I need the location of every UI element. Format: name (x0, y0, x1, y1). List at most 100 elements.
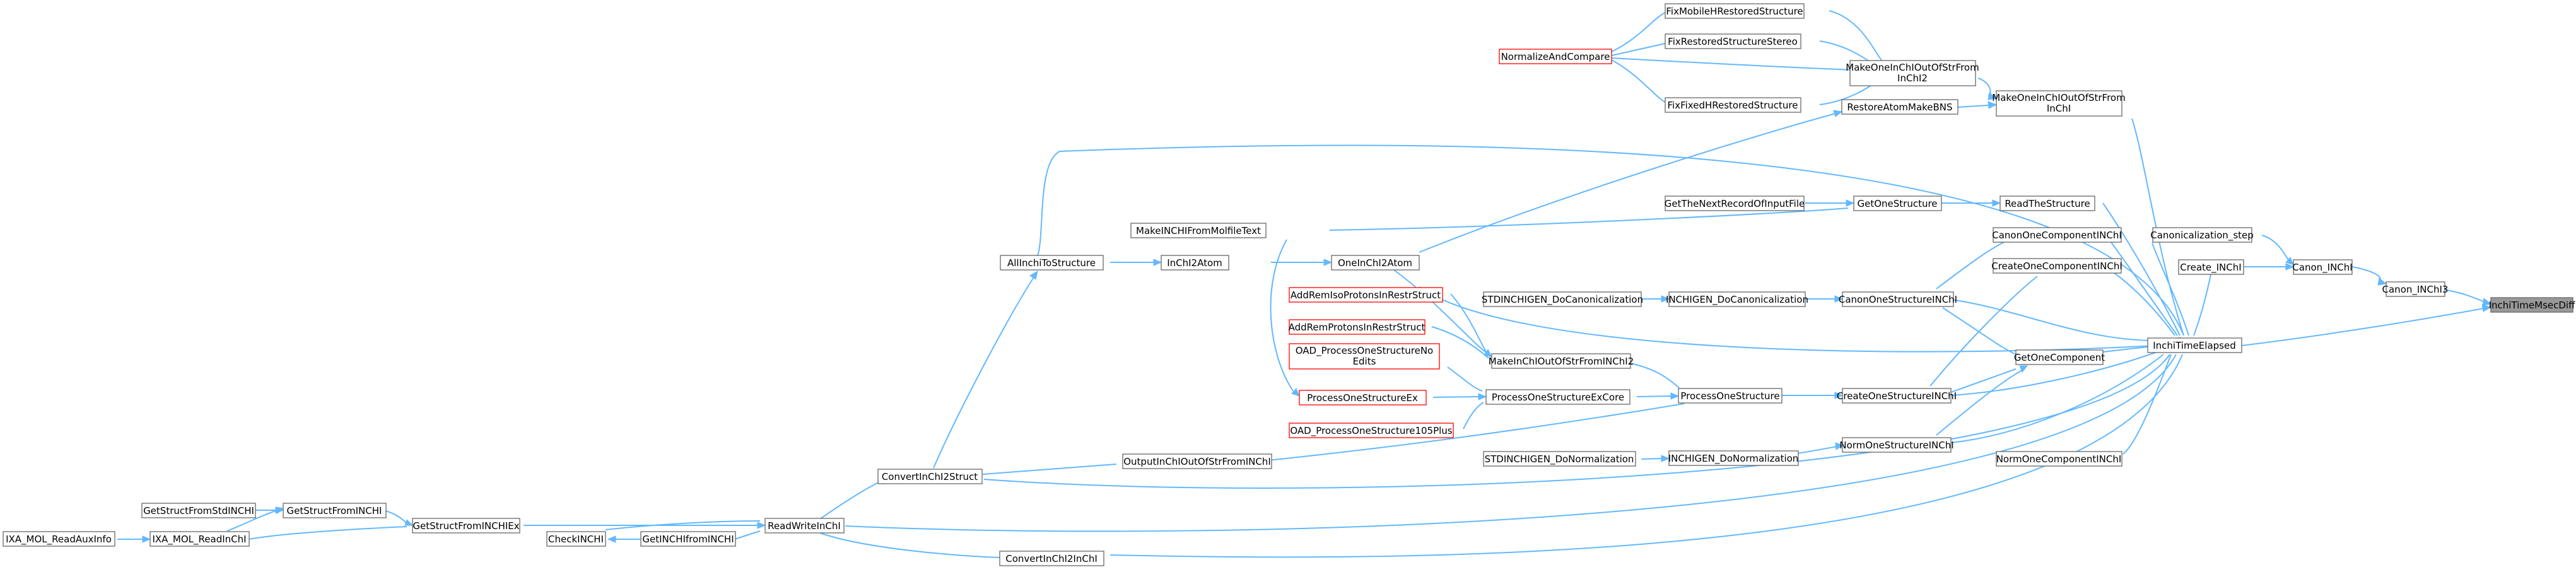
node-canon-one-structure-inchi[interactable]: CanonOneStructureINChI (1839, 291, 1957, 307)
node-inchi-time-msec-diff[interactable]: InchiTimeMsecDiff (2489, 297, 2576, 313)
node-box (1993, 258, 2122, 274)
node-get-the-next-record-of-input-file[interactable]: GetTheNextRecordOfInputFile (1665, 196, 1805, 211)
node-box (999, 551, 1104, 566)
edge-addrem-to-makeinchi2 (1431, 326, 1489, 359)
node-canonicalization-step[interactable]: Canonicalization_step (2150, 227, 2254, 243)
node-label: ConvertInChI2InChI (1005, 553, 1098, 564)
edge-makeinchi2-to-processone (1627, 362, 1680, 388)
node-label-line-2: InChI2 (1897, 73, 1928, 84)
node-ixa-mol-read-aux-info[interactable]: IXA_MOL_ReadAuxInfo (3, 531, 115, 547)
node-box (1842, 291, 1954, 307)
node-canon-inchi3[interactable]: Canon_INChI3 (2382, 281, 2449, 297)
node-get-one-structure[interactable]: GetOneStructure (1853, 196, 1942, 211)
node-process-one-structure[interactable]: ProcessOneStructure (1678, 388, 1783, 404)
node-label: AddRemIsoProtonsInRestrStruct (1291, 289, 1441, 301)
node-inchigen-do-canonicalization[interactable]: INCHIGEN_DoCanonicalization (1666, 291, 1808, 307)
node-box (2015, 349, 2104, 365)
edge-elapsed-to-root (2241, 308, 2485, 346)
node-read-write-inchi[interactable]: ReadWriteInChI (764, 518, 845, 534)
arrowhead (1478, 393, 1487, 400)
node-add-rem-protons-in-restr-struct[interactable]: AddRemProtonsInRestrStruct (1289, 319, 1426, 335)
node-label: ProcessOneStructure (1680, 390, 1779, 402)
node-box (1678, 388, 1783, 404)
edges (117, 10, 2492, 558)
node-restore-atom-make-bns[interactable]: RestoreAtomMakeBNS (1841, 99, 1958, 115)
node-inchi-time-elapsed[interactable]: InchiTimeElapsed (2147, 337, 2242, 353)
node-canon-inchi[interactable]: Canon_INChI (2292, 259, 2353, 275)
node-norm-one-component-inchi[interactable]: NormOneComponentINChI (1996, 451, 2122, 467)
node-box (1665, 196, 1805, 211)
node-label: GetStructFromINCHIEx (413, 520, 519, 532)
node-stdinchigen-do-normalization[interactable]: STDINCHIGEN_DoNormalization (1483, 451, 1636, 467)
node-fix-mobile-h-restored-structure[interactable]: FixMobileHRestoredStructure (1665, 3, 1805, 19)
node-get-inchi-from-inchi[interactable]: GetINCHIfromINCHI (640, 531, 736, 547)
edge-molfile-to-processex (1270, 239, 1294, 392)
node-read-the-structure[interactable]: ReadTheStructure (1999, 196, 2095, 211)
node-box (546, 531, 606, 547)
node-create-one-structure-inchi[interactable]: CreateOneStructureINChI (1837, 388, 1957, 404)
node-label: NormOneStructureINChI (1839, 440, 1953, 451)
node-inchi-2-atom[interactable]: InChI2Atom (1161, 255, 1229, 271)
node-box (1849, 60, 1976, 86)
node-one-inchi-2-atom[interactable]: OneInChI2Atom (1331, 255, 1420, 271)
node-make-one-inchi-out-of-str-from-inchi[interactable]: MakeOneInChIOutOfStrFrom InChI (1992, 90, 2126, 117)
node-label: NormalizeAndCompare (1501, 51, 1610, 62)
node-get-struct-from-inchi-ex[interactable]: GetStructFromINCHIEx (412, 518, 520, 534)
edge-excore-to-processone (1636, 395, 1672, 397)
node-output-inchi-out-of-str-from-inchi[interactable]: OutputInChIOutOfStrFromINChI (1122, 453, 1272, 469)
node-box (283, 503, 387, 518)
node-normalize-and-compare[interactable]: NormalizeAndCompare (1499, 49, 1612, 64)
node-fix-restored-structure-stereo[interactable]: FixRestoredStructureStereo (1665, 33, 1801, 49)
node-check-inchi[interactable]: CheckINCHI (546, 531, 606, 547)
node-inchigen-do-normalization[interactable]: INCHIGEN_DoNormalization (1668, 450, 1799, 466)
edge-elapsed-from-createstructure (1950, 351, 2158, 396)
node-get-one-component[interactable]: GetOneComponent (2014, 349, 2105, 365)
node-get-struct-from-inchi[interactable]: GetStructFromINCHI (283, 503, 387, 518)
node-label: INCHIGEN_DoNormalization (1668, 453, 1799, 465)
arrowhead (1323, 259, 1333, 266)
node-label: IXA_MOL_ReadAuxInfo (6, 534, 112, 546)
node-box (1665, 3, 1805, 19)
arrowhead (1661, 455, 1670, 462)
node-box (1665, 97, 1801, 113)
node-create-inchi[interactable]: Create_INChI (2178, 259, 2244, 275)
node-ixa-mol-read-inchi[interactable]: IXA_MOL_ReadInChI (149, 531, 250, 547)
arrowhead (2285, 257, 2294, 266)
node-label: ReadWriteInChI (768, 520, 841, 532)
node-process-one-structure-ex[interactable]: ProcessOneStructureEx (1299, 390, 1427, 406)
node-process-one-structure-ex-core[interactable]: ProcessOneStructureExCore (1485, 389, 1630, 405)
node-make-inchi-from-molfile-text[interactable]: MakeINCHIFromMolfileText (1130, 223, 1267, 238)
node-all-inchi-to-structure[interactable]: AllInchiToStructure (1000, 255, 1104, 271)
node-add-rem-iso-protons-in-restr-struct[interactable]: AddRemIsoProtonsInRestrStruct (1289, 287, 1443, 303)
node-box (1289, 423, 1454, 438)
node-label: Canonicalization_step (2150, 230, 2254, 242)
node-convert-inchi-2-inchi[interactable]: ConvertInChI2InChI (999, 551, 1104, 566)
node-create-one-component-inchi[interactable]: CreateOneComponentINChI (1991, 258, 2122, 274)
node-make-one-inchi-out-of-str-from-inchi2[interactable]: MakeOneInChIOutOfStrFrom InChI2 (1846, 60, 1979, 86)
node-make-inchi-out-of-str-from-inchi2[interactable]: MakeInChIOutOfStrFromINChI2 (1489, 353, 1634, 369)
arrowhead (1834, 392, 1844, 399)
node-get-struct-from-std-inchi[interactable]: GetStructFromStdINCHI (141, 503, 256, 518)
edge-oneinchi-to-restore (1419, 113, 1836, 253)
arrowhead (1291, 388, 1300, 397)
node-label: ProcessOneStructureExCore (1492, 392, 1624, 403)
node-label: InChI2Atom (1167, 257, 1222, 269)
node-convert-inchi-2-struct[interactable]: ConvertInChI2Struct (877, 469, 983, 484)
edge-elapsed-from-createonecomp (2109, 269, 2175, 336)
node-box (1000, 255, 1104, 271)
node-norm-one-structure-inchi[interactable]: NormOneStructureINChI (1839, 437, 1954, 453)
node-stdinchigen-do-canonicalization[interactable]: STDINCHIGEN_DoCanonicalization (1482, 291, 1643, 307)
node-box (1668, 450, 1799, 466)
node-box (2152, 227, 2252, 243)
edge-addremiso-to-makeinchi2 (1450, 293, 1489, 357)
node-label: GetOneStructure (1857, 198, 1937, 209)
node-oad-process-one-structure-105-plus[interactable]: OAD_ProcessOneStructure105Plus (1289, 423, 1454, 438)
node-oad-process-one-structure-no-edits[interactable]: OAD_ProcessOneStructureNo Edits (1289, 343, 1440, 370)
edge-canonstructure-to-getonecomp (1942, 307, 2017, 355)
edge-getstruct-to-getstructex (383, 510, 407, 524)
node-box (1499, 49, 1612, 64)
edge-elapsed-from-convertinchi2struct (983, 354, 2170, 489)
node-canon-one-component-inchi[interactable]: CanonOneComponentINChI (1992, 227, 2122, 243)
node-fix-fixed-h-restored-structure[interactable]: FixFixedHRestoredStructure (1665, 97, 1801, 113)
node-box (1999, 196, 2095, 211)
